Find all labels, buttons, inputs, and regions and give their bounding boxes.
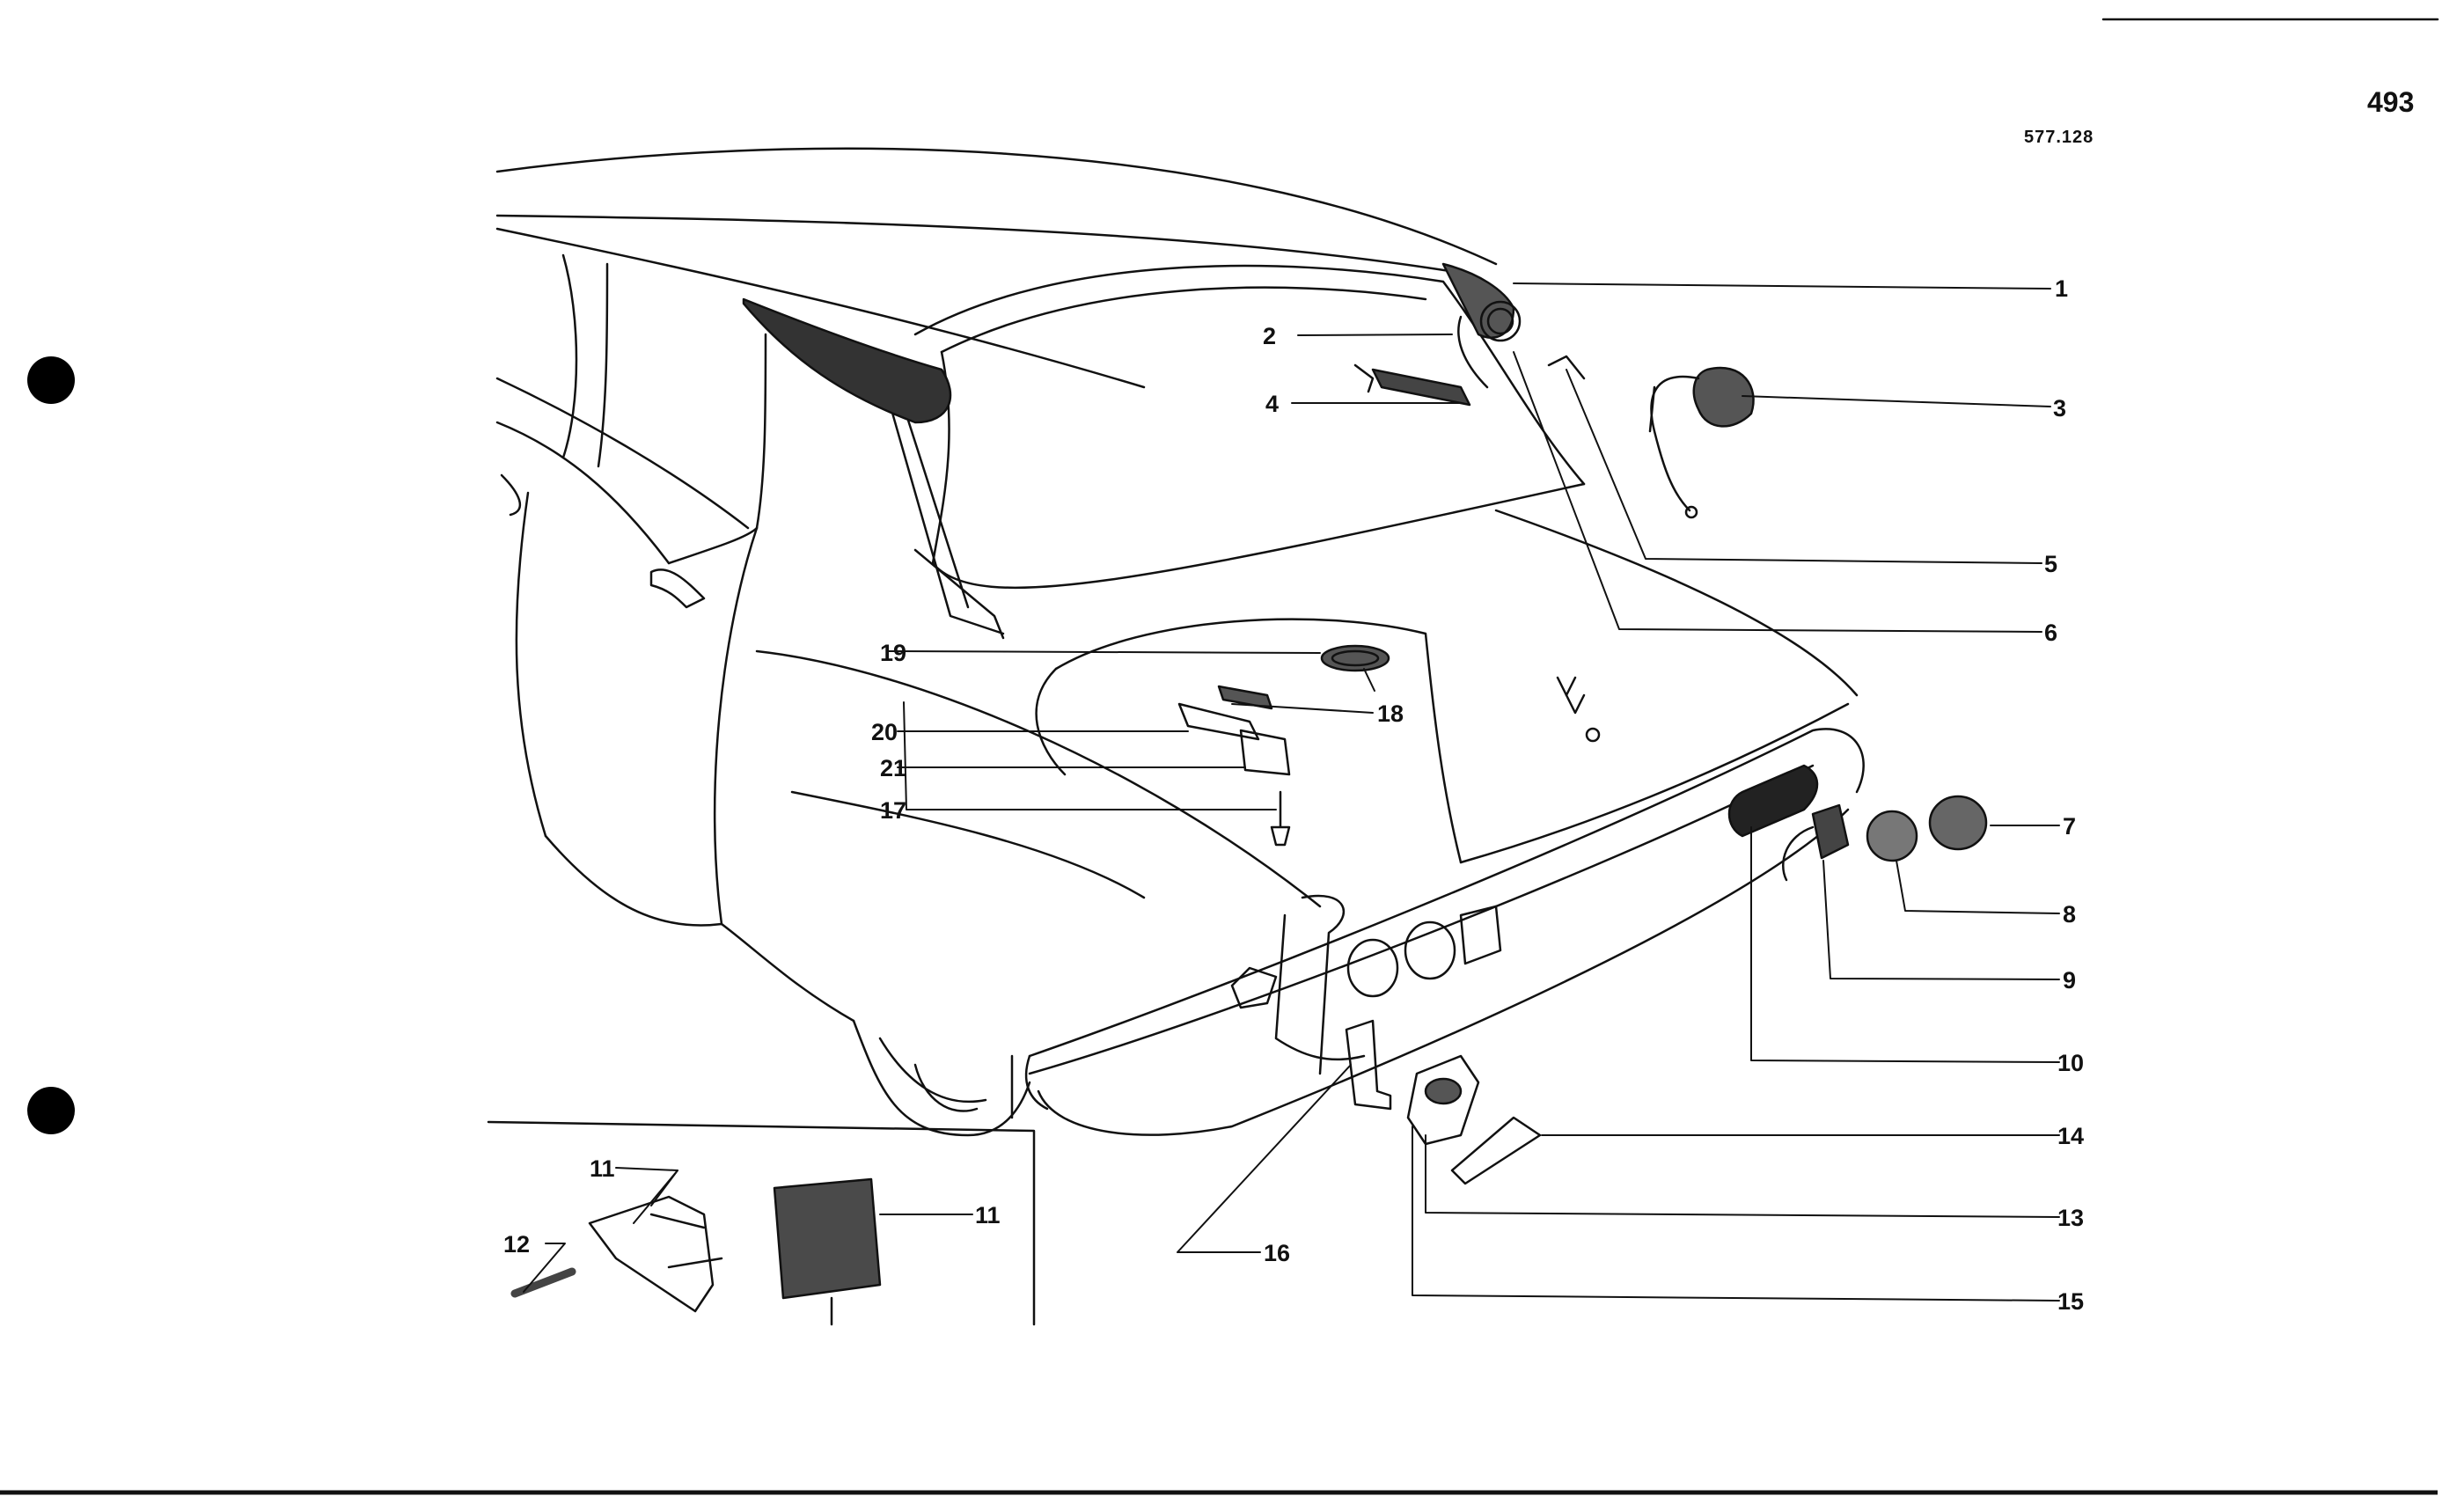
part-8-lamp-lens (1866, 810, 1918, 862)
callout-7: 7 (2063, 813, 2076, 840)
callout-17: 17 (880, 797, 906, 824)
callout-5: 5 (2044, 551, 2057, 577)
callout-13: 13 (2057, 1205, 2084, 1231)
callout-9: 9 (2063, 967, 2076, 994)
callout-12: 12 (503, 1231, 530, 1258)
callout-16: 16 (1264, 1240, 1290, 1266)
part-11-lamp-housing (773, 1177, 882, 1300)
part-16-bracket (1345, 1019, 1392, 1111)
callout-labels: 1 2 3 4 5 6 7 8 9 10 11 11 12 13 14 15 1… (503, 275, 2084, 1315)
callout-19: 19 (880, 640, 906, 666)
callout-6: 6 (2044, 620, 2057, 646)
callout-4: 4 (1265, 391, 1279, 417)
callout-20: 20 (871, 719, 898, 745)
part-14-lens (1450, 1116, 1542, 1185)
part-4-bracket (1371, 368, 1471, 407)
part-20-arm (1177, 702, 1260, 741)
callout-3: 3 (2053, 395, 2066, 422)
callout-15: 15 (2057, 1288, 2084, 1315)
part-3-lamp (1692, 366, 1755, 428)
roof-flasher-left (742, 297, 952, 424)
part-19-lamp (1320, 644, 1390, 672)
inset-box (487, 1120, 1036, 1326)
part-9-socket (1811, 803, 1850, 860)
part-11-bracket (588, 1195, 715, 1313)
callout-21: 21 (880, 755, 906, 781)
binder-hole-bottom (27, 1087, 75, 1134)
page-number: 493 (2367, 86, 2415, 118)
callout-2: 2 (1263, 323, 1276, 349)
leader-lines (523, 282, 2060, 1302)
callout-8: 8 (2063, 901, 2076, 928)
callout-11-inset-left: 11 (590, 1155, 615, 1182)
callout-1: 1 (2055, 275, 2068, 302)
callout-18: 18 (1377, 700, 1404, 727)
car-body-outline (495, 147, 1865, 1137)
roof-flasher-right (1441, 262, 1515, 339)
binder-hole-top (27, 356, 75, 404)
part-17-screw (1270, 790, 1291, 847)
callout-14: 14 (2057, 1123, 2084, 1149)
part-7-lamp-lens (1928, 795, 1988, 851)
drawing-reference: 577.128 (2024, 128, 2094, 147)
part-18-strip (1217, 685, 1273, 710)
part-13-lamp (1406, 1054, 1480, 1146)
callout-11-inset-right: 11 (975, 1202, 1001, 1228)
callout-10: 10 (2057, 1050, 2084, 1076)
part-21-block (1239, 729, 1291, 776)
part-12-spring (510, 1267, 576, 1298)
